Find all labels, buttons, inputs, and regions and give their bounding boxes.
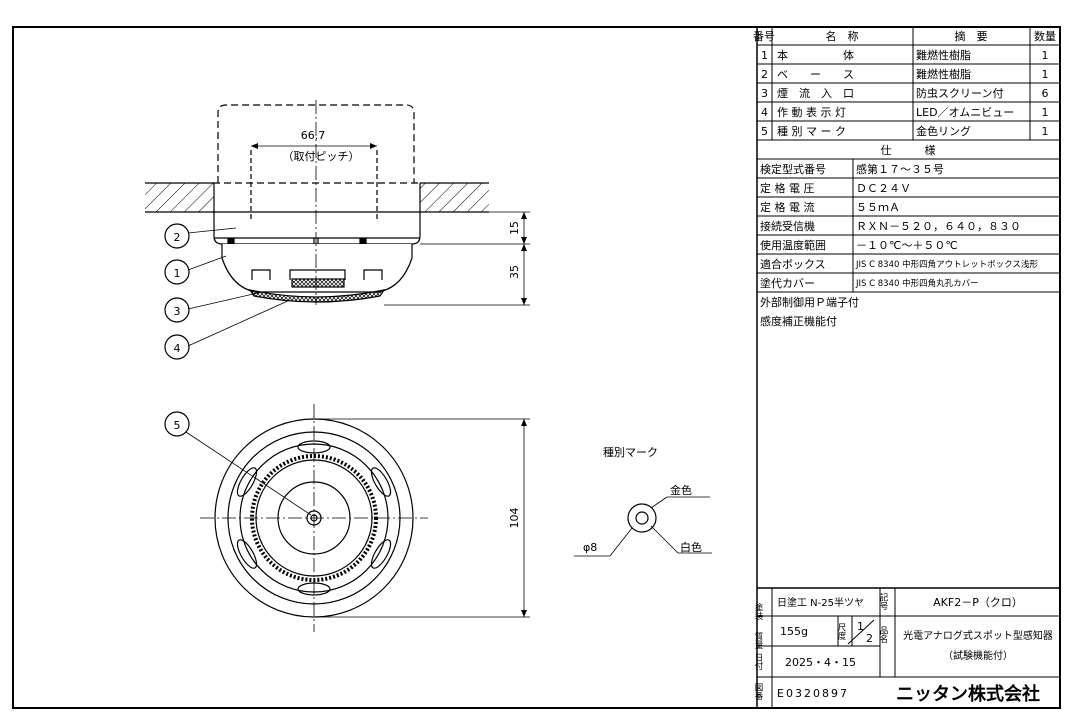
pitch-value: 66.7 (301, 129, 326, 142)
spec-row: 接続受信機 ＲＸＮ－５２０，６４０，８３０ (760, 219, 1021, 233)
parts-row-summary: 難燃性樹脂 (916, 48, 971, 62)
parts-row-no: 1 (761, 49, 768, 62)
dim-body-height: 35 (508, 265, 521, 279)
spec-row: 塗代カバー JIS C 8340 中形四角丸孔カバー (760, 276, 979, 290)
parts-row-qty: 1 (1042, 49, 1049, 62)
title-block (757, 587, 1060, 708)
scale-label: 尺度 (836, 623, 846, 641)
parts-row-qty: 6 (1042, 87, 1049, 100)
spec-value: ５５ｍＡ (856, 201, 900, 214)
symbol-value: AKF2－P（クロ） (933, 596, 1023, 609)
paint-value: 日塗工 N-25半ツヤ (777, 596, 864, 609)
spec-label: 定 格 電 流 (760, 200, 815, 214)
parts-row-summary: 難燃性樹脂 (916, 67, 971, 81)
parts-header-no: 番号 (753, 30, 775, 43)
scale-denominator: 2 (866, 632, 873, 645)
balloon-label: 2 (174, 231, 181, 244)
spec-value: 感第１７～３５号 (856, 162, 944, 176)
spec-label: 塗代カバー (760, 276, 815, 290)
drawing-no: E0320897 (777, 687, 849, 700)
spec-row: 適合ボックス JIS C 8340 中形四角アウトレットボックス浅形 (760, 257, 1038, 271)
parts-header-summary: 摘 要 (955, 29, 988, 43)
parts-row-no: 2 (761, 68, 768, 81)
spec-value: JIS C 8340 中形四角アウトレットボックス浅形 (855, 259, 1038, 270)
parts-row-name: ベ ー ス (777, 68, 854, 81)
parts-row-name: 本 体 (777, 48, 854, 62)
parts-row-name: 種 別 マ ー ク (777, 124, 846, 138)
parts-row-no: 5 (761, 125, 768, 138)
product-label: 品名 (878, 626, 888, 644)
side-view (145, 100, 530, 360)
parts-row: 3 煙 流 入 口 防虫スクリーン付 6 (761, 86, 1049, 100)
spec-label: 適合ボックス (760, 257, 826, 271)
spec-note: 感度補正機能付 (760, 314, 837, 328)
mass-value: 155g (780, 625, 808, 638)
parts-row-summary: 金色リング (916, 124, 971, 138)
balloon-label: 5 (174, 419, 181, 432)
spec-note: 外部制御用Ｐ端子付 (760, 295, 859, 309)
parts-row-qty: 1 (1042, 68, 1049, 81)
balloon-label: 3 (174, 305, 181, 318)
date-label: 日付 (753, 653, 763, 671)
spec-label: 接続受信機 (760, 219, 815, 233)
spec-value: ＤＣ２４Ｖ (856, 182, 911, 195)
parts-row-no: 3 (761, 87, 768, 100)
dim-diameter: 104 (508, 508, 521, 529)
parts-row-name: 煙 流 入 口 (777, 86, 854, 100)
paint-label: 塗装 (753, 602, 763, 621)
parts-row-summary: 防虫スクリーン付 (916, 86, 1003, 100)
mark-detail (574, 496, 712, 557)
scale-numerator: 1 (857, 620, 864, 633)
parts-row: 4 作 動 表 示 灯 LED／オムニビュー 1 (761, 105, 1049, 119)
company-logo-text: ニッタン株式会社 (896, 683, 1040, 705)
parts-row: 2 ベ ー ス 難燃性樹脂 1 (761, 67, 1049, 81)
spec-heading: 仕 様 (881, 143, 936, 157)
balloon-3 (164, 297, 190, 323)
spec-row: 使用温度範囲 －１０℃～＋５０℃ (760, 238, 958, 252)
symbol-label: 記号 (878, 592, 888, 611)
balloon-5 (164, 411, 190, 437)
spec-label: 検定型式番号 (760, 162, 826, 176)
top-view (164, 404, 530, 632)
parts-row: 1 本 体 難燃性樹脂 1 (761, 48, 1049, 62)
parts-row: 5 種 別 マ ー ク 金色リング 1 (761, 124, 1049, 138)
pitch-label: （取付ピッチ） (283, 150, 360, 163)
spec-value: ＲＸＮ－５２０，６４０，８３０ (856, 220, 1021, 233)
dim-base-height: 15 (508, 221, 521, 235)
mark-diameter-label: φ8 (583, 541, 597, 554)
mass-label: 質量 (753, 631, 763, 649)
balloon-label: 1 (174, 267, 181, 280)
spec-value: －１０℃～＋５０℃ (856, 239, 958, 252)
balloon-2 (164, 223, 190, 249)
product-name-line1: 光電アナログ式スポット型感知器 (903, 629, 1053, 642)
product-name-line2: （試験機能付） (943, 649, 1013, 662)
parts-row-summary: LED／オムニビュー (916, 106, 1014, 119)
mark-gold-label: 金色 (670, 483, 692, 497)
mark-white-label: 白色 (680, 540, 702, 554)
balloon-4 (164, 334, 190, 360)
parts-row-no: 4 (761, 106, 768, 119)
spec-row: 定 格 電 流 ５５ｍＡ (760, 200, 900, 214)
spec-label: 使用温度範囲 (760, 238, 826, 252)
parts-row-qty: 1 (1042, 106, 1049, 119)
balloon-label: 4 (174, 342, 181, 355)
date-value: 2025・4・15 (785, 656, 856, 669)
parts-row-name: 作 動 表 示 灯 (777, 105, 846, 119)
mark-title: 種別マーク (603, 445, 658, 459)
parts-header-name: 名 称 (826, 29, 859, 43)
parts-table (757, 27, 1060, 160)
sheet-border (12, 26, 1061, 709)
drawing-no-label: 図番 (753, 683, 763, 701)
parts-header-qty: 数量 (1034, 30, 1056, 43)
spec-row: 定 格 電 圧 ＤＣ２４Ｖ (760, 181, 911, 195)
spec-label: 定 格 電 圧 (760, 181, 815, 195)
spec-row: 検定型式番号 感第１７～３５号 (760, 162, 944, 176)
spec-table (757, 159, 1060, 293)
spec-value: JIS C 8340 中形四角丸孔カバー (855, 278, 979, 289)
balloon-1 (164, 259, 190, 285)
parts-row-qty: 1 (1042, 125, 1049, 138)
